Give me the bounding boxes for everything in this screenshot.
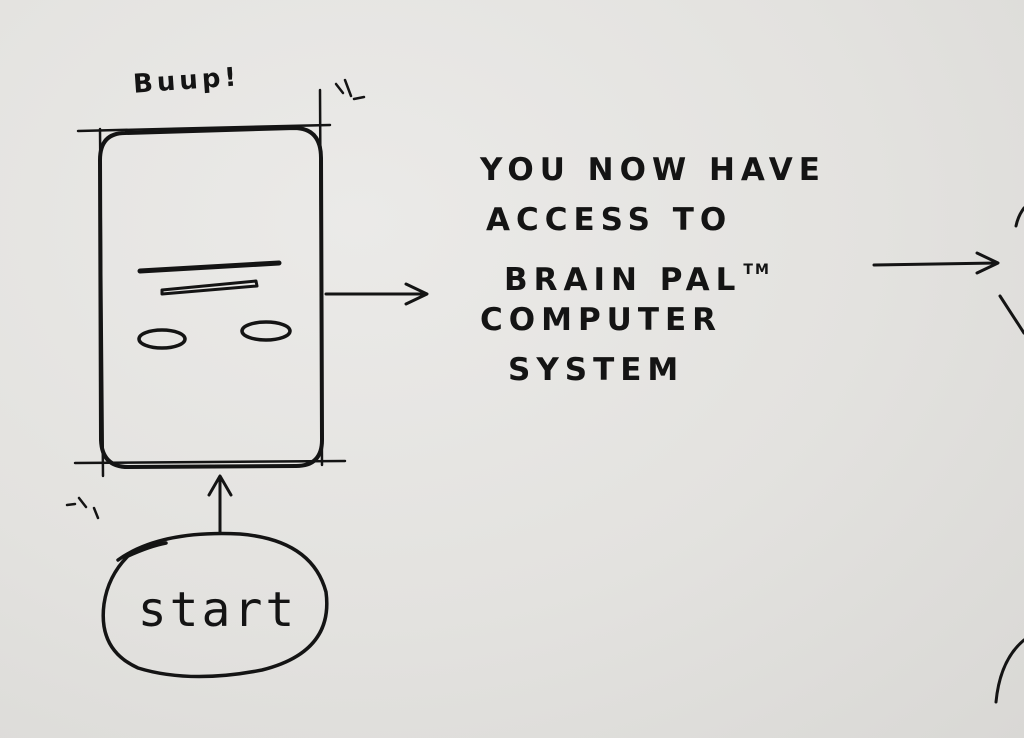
start-node-label: start bbox=[105, 552, 330, 667]
frame-guide-bottom bbox=[73, 459, 347, 465]
offscreen-shape-top bbox=[1014, 206, 1024, 228]
caption-line-text: BRAIN PAL bbox=[504, 262, 742, 298]
trademark-mark: TM bbox=[743, 262, 771, 278]
start-text: start bbox=[137, 581, 298, 638]
frame-guide-right bbox=[318, 88, 324, 467]
vibration-marks-bottom-left bbox=[65, 496, 100, 520]
arrow-right-shaft bbox=[872, 261, 999, 267]
screen-button-left bbox=[137, 328, 187, 350]
frame-guide-top bbox=[76, 123, 332, 133]
arrow-right-head bbox=[975, 251, 1000, 275]
screen-title-line bbox=[137, 260, 282, 274]
caption-line: ACCESS TO bbox=[486, 202, 733, 238]
offscreen-shape-bottom bbox=[994, 638, 1024, 704]
vibration-marks-top-right bbox=[334, 78, 366, 101]
frame-guide-left bbox=[98, 127, 105, 478]
arrow-to-caption-head bbox=[404, 282, 429, 306]
screen-subtitle-line bbox=[160, 279, 259, 296]
arrow-up-head bbox=[207, 474, 233, 497]
caption-line: COMPUTER bbox=[480, 302, 723, 338]
caption-line: YOU NOW HAVE bbox=[480, 152, 826, 188]
phone-outline bbox=[98, 126, 324, 469]
screen-button-right bbox=[240, 320, 292, 342]
caption-line: SYSTEM bbox=[508, 352, 685, 388]
offscreen-shape-diagonal bbox=[998, 294, 1024, 335]
start-oval bbox=[101, 531, 329, 679]
